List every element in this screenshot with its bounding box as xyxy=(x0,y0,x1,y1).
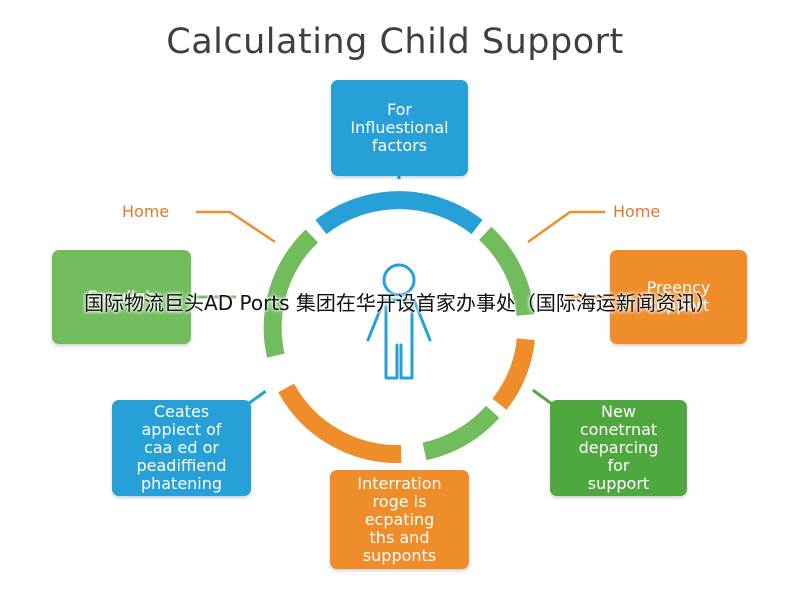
ring-segment-bottom-right xyxy=(422,405,500,461)
ring-inner-fill xyxy=(251,179,547,475)
page-title: Calculating Child Support xyxy=(166,22,624,62)
ring-segment-upper-right xyxy=(478,226,535,316)
ring-segment-left xyxy=(263,229,319,358)
ring-segment-right xyxy=(492,338,535,410)
lower-left-factor-box: Ceates appiect of caa ed or peadiffiend … xyxy=(112,400,251,496)
home-label-right: Home xyxy=(613,202,661,221)
lower-right-factor-box: New conetrnat deparcing for support xyxy=(550,400,687,496)
connector-lower-right xyxy=(529,386,553,406)
ring-segment-top xyxy=(315,191,483,235)
connector-home-left xyxy=(196,210,276,244)
left-factor-box: Eeculigh xyxy=(52,250,191,344)
child-figure-icon xyxy=(366,263,432,380)
home-label-left: Home xyxy=(122,202,170,221)
connector-home-right xyxy=(527,210,605,244)
influential-factors-box: For Influestional factors xyxy=(331,80,468,176)
right-factor-box: Preency support xyxy=(610,250,747,344)
overlay-caption: 国际物流巨头AD Ports 集团在华开设首家办事处（国际海运新闻资讯） xyxy=(84,291,716,315)
bottom-factor-box: Interration roge is ecpating ths and sup… xyxy=(330,470,469,569)
ring-segment-bottom xyxy=(278,383,402,464)
